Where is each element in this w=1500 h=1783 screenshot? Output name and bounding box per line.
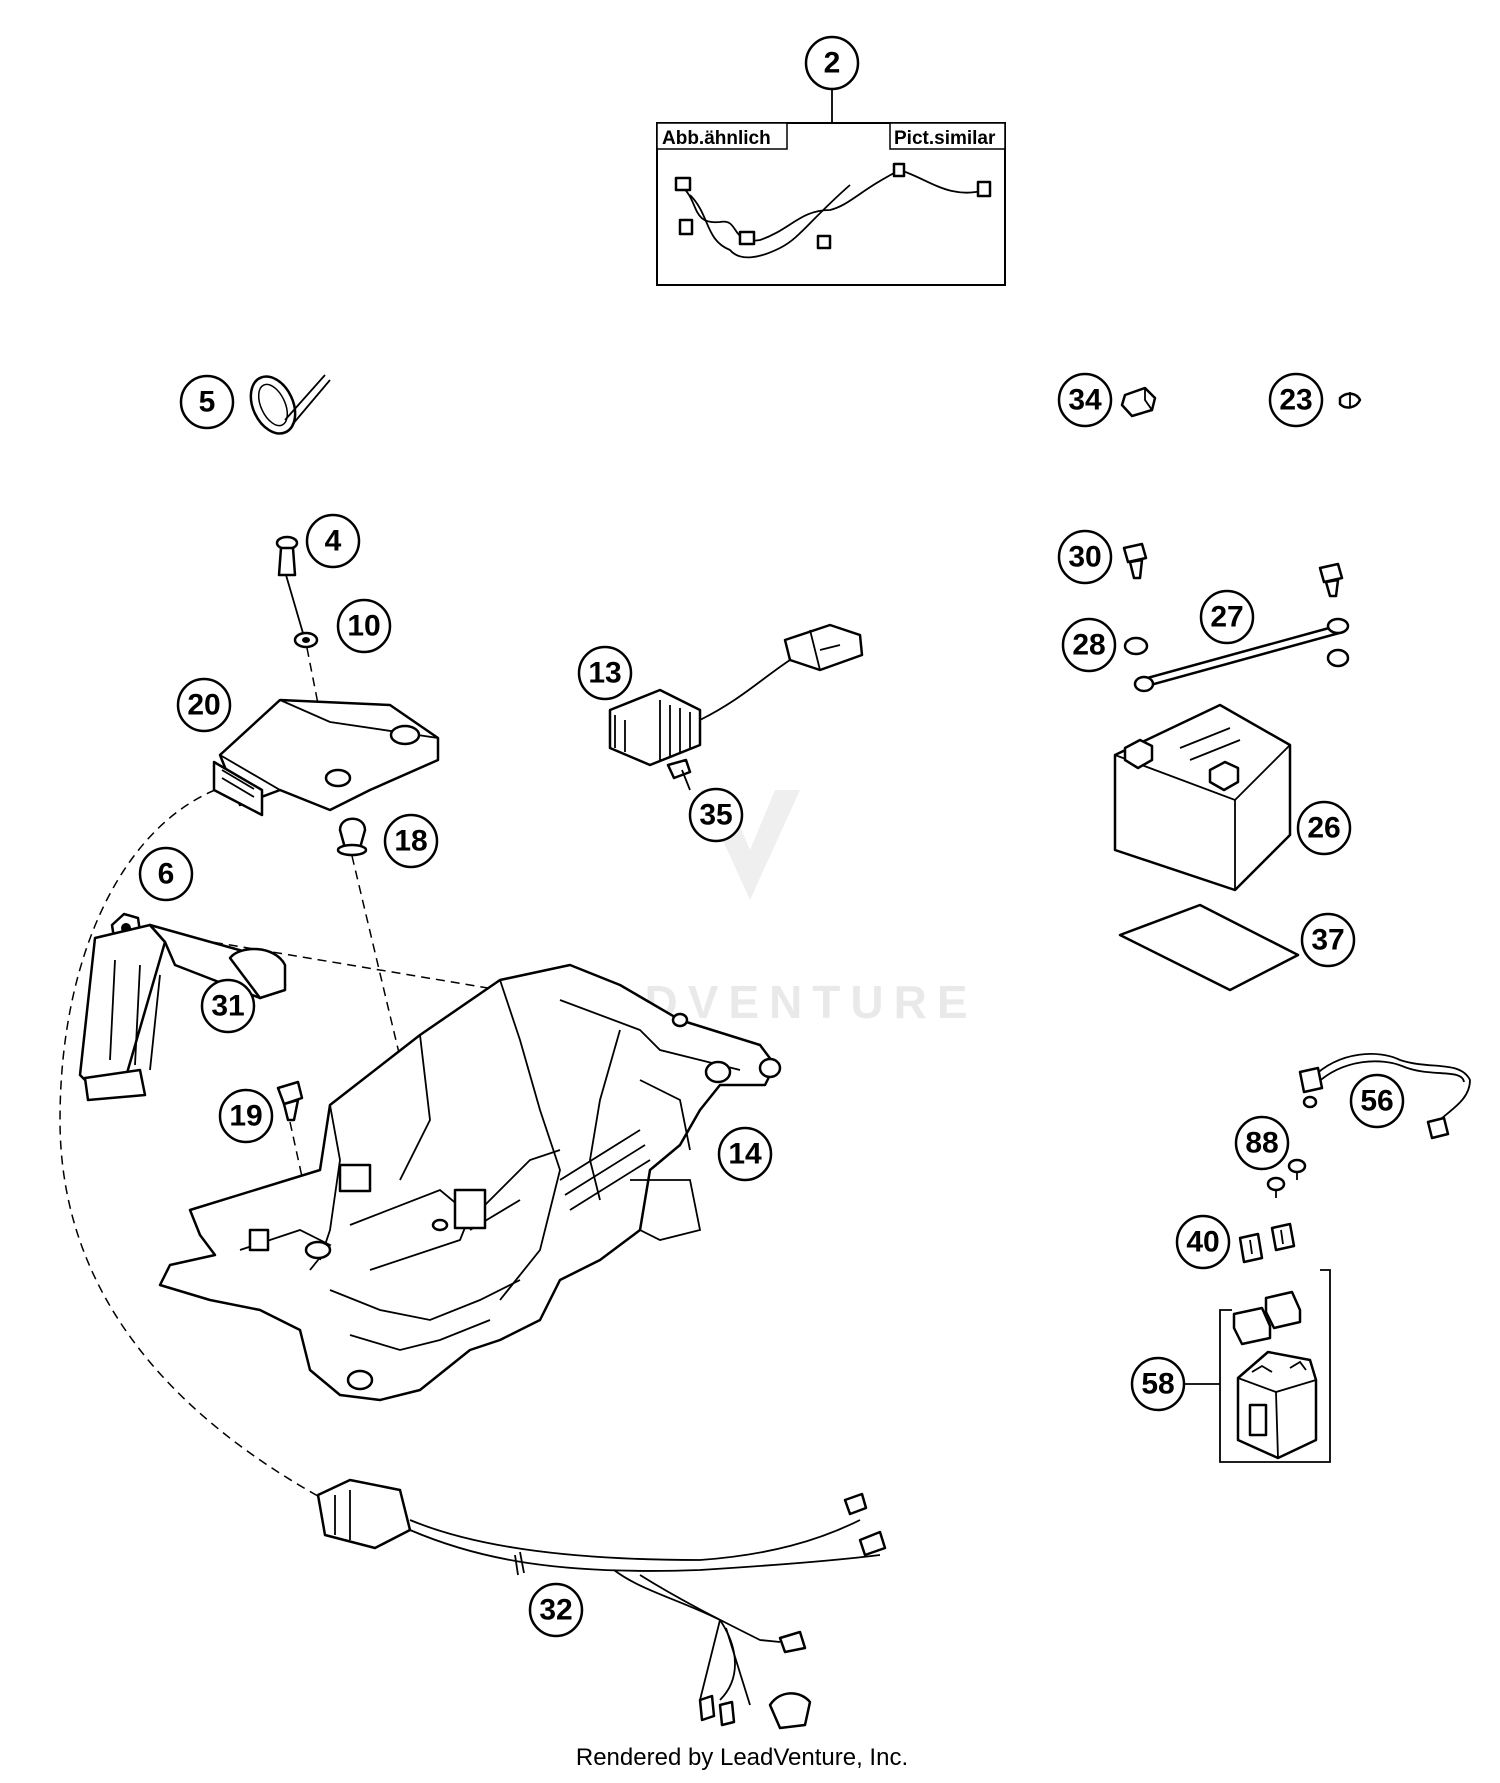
callout-13: 13 (577, 645, 633, 701)
battery-26 (1113, 703, 1292, 892)
callout-26: 26 (1296, 800, 1352, 856)
main-harness-32 (316, 1478, 887, 1730)
fuses-40 (1238, 1222, 1296, 1264)
callout-58: 58 (1130, 1356, 1186, 1412)
callout-26-label: 26 (1307, 812, 1340, 845)
callout-34: 34 (1057, 372, 1113, 428)
washer-10 (293, 631, 319, 649)
callout-4-label: 4 (325, 525, 342, 558)
callout-18: 18 (383, 813, 439, 869)
callout-10: 10 (336, 598, 392, 654)
nut-28 (1123, 636, 1350, 668)
callout-4: 4 (305, 513, 361, 569)
clip-34 (1120, 386, 1157, 418)
callout-23: 23 (1268, 372, 1324, 428)
bolt-30 (1122, 542, 1148, 580)
callout-27-label: 27 (1210, 601, 1243, 634)
callout-27: 27 (1199, 589, 1255, 645)
bolt-30b (1318, 562, 1344, 598)
callout-2: 2 (804, 35, 860, 91)
callout-34-label: 34 (1068, 384, 1102, 417)
callout-37-label: 37 (1311, 924, 1344, 957)
callout-58-label: 58 (1141, 1368, 1174, 1401)
callout-5-label: 5 (199, 386, 216, 419)
screw-35 (666, 758, 692, 791)
callout-10-label: 10 (347, 610, 380, 643)
callout-40: 40 (1175, 1214, 1231, 1270)
callout-6: 6 (138, 846, 194, 902)
footer-credit: Rendered by LeadVenture, Inc. (576, 1744, 908, 1771)
callout-88: 88 (1234, 1115, 1290, 1171)
callout-30: 30 (1057, 529, 1113, 585)
screws-88 (1266, 1158, 1307, 1198)
grommet-18 (336, 817, 368, 857)
callout-2-label: 2 (824, 47, 841, 80)
callout-14: 14 (717, 1126, 773, 1182)
callout-23-label: 23 (1279, 384, 1312, 417)
callout-30-label: 30 (1068, 541, 1101, 574)
callout-28-label: 28 (1072, 629, 1105, 662)
regulator-13 (608, 623, 864, 767)
holder-31 (78, 923, 287, 1102)
cable-56 (1298, 1053, 1471, 1140)
pad-37 (1118, 903, 1300, 992)
callout-28: 28 (1061, 617, 1117, 673)
callout-19: 19 (218, 1088, 274, 1144)
callout-40-label: 40 (1186, 1226, 1219, 1259)
bolt-4 (275, 535, 306, 641)
callout-14-label: 14 (728, 1138, 762, 1171)
control-unit-20 (212, 698, 440, 817)
inset-label-left: Abb.ähnlich (662, 128, 771, 149)
callout-20: 20 (176, 677, 232, 733)
callout-37: 37 (1300, 912, 1356, 968)
callout-19-label: 19 (229, 1100, 262, 1133)
callout-56: 56 (1349, 1073, 1405, 1129)
callout-88-label: 88 (1245, 1127, 1278, 1160)
callout-13-label: 13 (588, 657, 621, 690)
wiring-harness-inset: Abb.ähnlich Pict.similar (656, 90, 1006, 286)
callout-31-label: 31 (211, 990, 244, 1023)
callout-20-label: 20 (187, 689, 220, 722)
cable-tie (249, 374, 331, 435)
electrics-box-14 (158, 963, 782, 1402)
inset-label-right: Pict.similar (894, 128, 996, 149)
callout-56-label: 56 (1360, 1085, 1393, 1118)
battery-cable-27 (1133, 617, 1350, 693)
callout-18-label: 18 (394, 825, 427, 858)
clip-23 (1338, 392, 1362, 409)
callout-5: 5 (179, 374, 235, 430)
callout-32-label: 32 (539, 1594, 572, 1627)
relay-box-58 (1219, 1269, 1331, 1463)
callout-32: 32 (528, 1582, 584, 1638)
callout-6-label: 6 (158, 858, 175, 891)
screw-19 (276, 1080, 304, 1122)
callout-31: 31 (200, 978, 256, 1034)
callout-35-label: 35 (699, 799, 732, 832)
callout-35: 35 (688, 787, 744, 843)
